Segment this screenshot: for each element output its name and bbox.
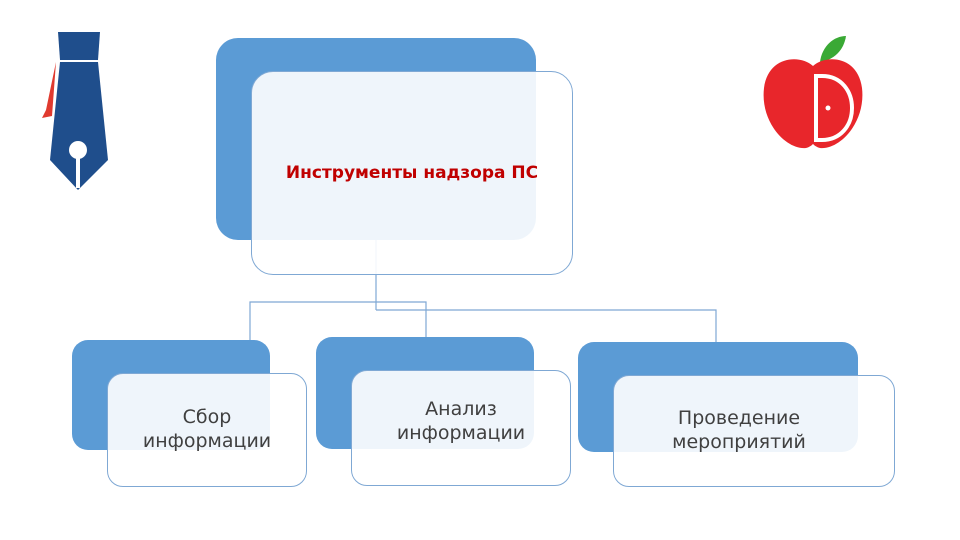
apple-icon (763, 36, 863, 149)
child-node-3: Проведение мероприятий (613, 375, 895, 487)
root-node-label: Инструменты надзора ПС (285, 162, 539, 183)
child-node-label: Сбор информации (142, 406, 272, 452)
root-node: Инструменты надзора ПС (251, 71, 573, 275)
child-node-2: Анализ информации (351, 370, 571, 486)
child-node-1: Сбор информации (107, 373, 307, 487)
child-node-label: Анализ информации (396, 398, 526, 444)
child-node-label: Проведение мероприятий (672, 407, 806, 453)
tie-pen-icon (42, 32, 108, 190)
